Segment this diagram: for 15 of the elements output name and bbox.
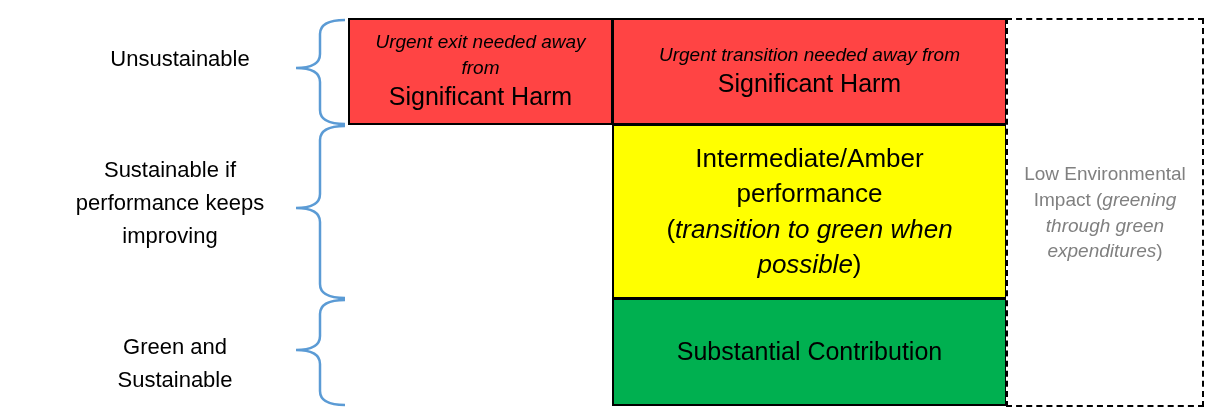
box-text: Substantial Contribution (676, 336, 943, 368)
impact-box (1006, 18, 1204, 407)
amber-box (612, 124, 1007, 299)
note-text: Urgent transition needed away from (659, 42, 960, 67)
harm-box (348, 18, 613, 125)
box-text: Significant Harm (717, 68, 902, 100)
box-text: (transition to green when possible) (665, 212, 954, 281)
note-text: Urgent exit needed away from (374, 30, 588, 80)
contribution-box (612, 298, 1007, 406)
category-label: Sustainable if performance keeps improving (74, 156, 266, 250)
harm-box (612, 18, 1007, 125)
box-text: Significant Harm (388, 81, 573, 113)
box-text: Low Environmental Impact (greening through green expenditures) (1023, 162, 1187, 264)
category-label: Green and Sustainable (116, 333, 234, 394)
category-label: Unsustainable (109, 45, 251, 73)
